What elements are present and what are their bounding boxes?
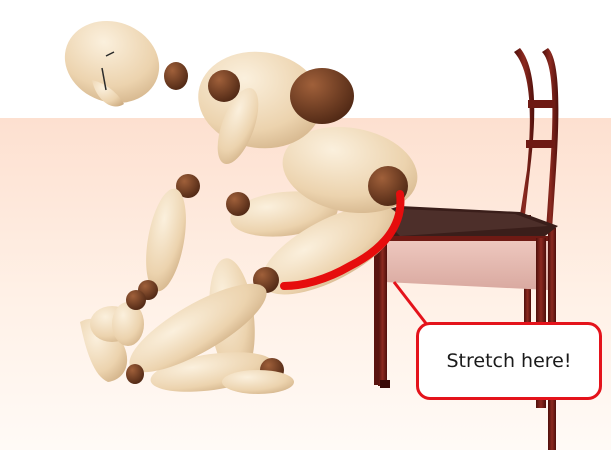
stretch-callout: Stretch here! — [416, 322, 602, 400]
callout-text: Stretch here! — [446, 350, 571, 372]
